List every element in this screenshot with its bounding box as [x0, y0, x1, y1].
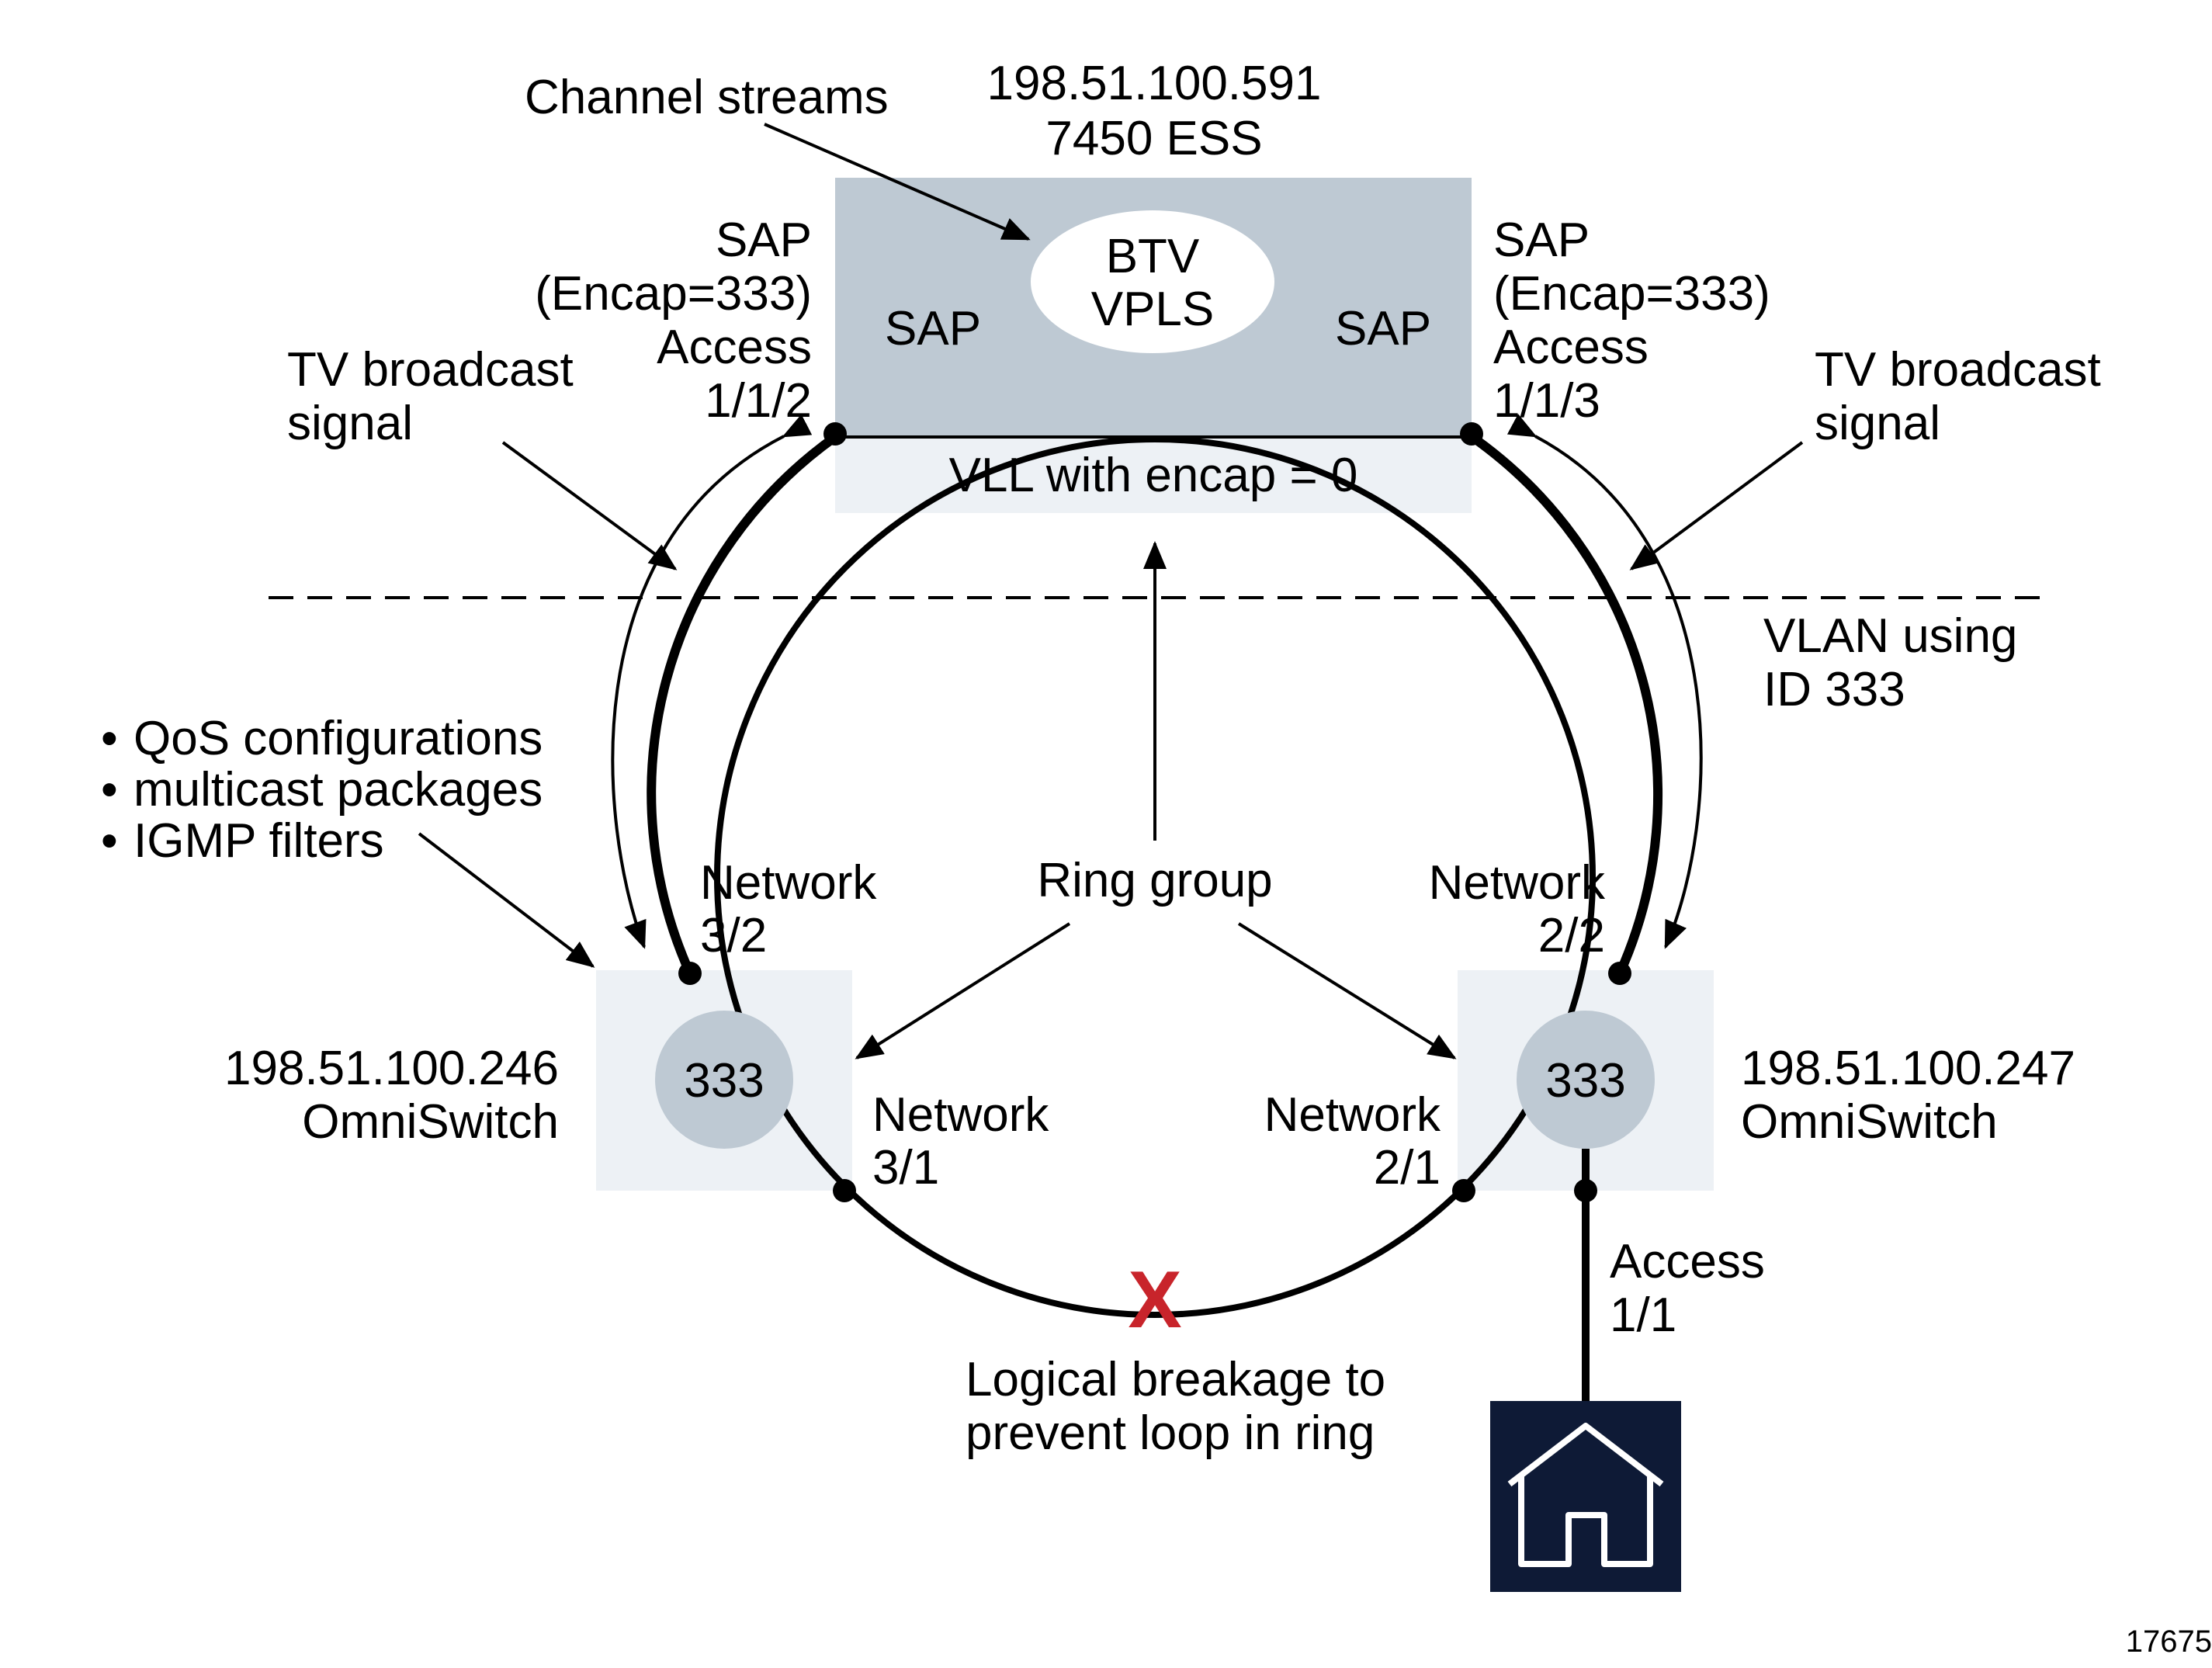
ess-model-label: 7450 ESS: [1045, 112, 1262, 165]
ring-group-right-arrow: [1237, 922, 1457, 1059]
channel-streams-arrow: [764, 123, 1031, 241]
sap-inner-left-label: SAP: [885, 302, 981, 355]
vpls-label: VPLS: [1091, 283, 1215, 336]
switch-left-label: 198.51.100.246 OmniSwitch: [224, 1042, 559, 1149]
vll-label: VLL with encap = 0: [949, 449, 1358, 502]
network-3-1-label: Network 3/1: [872, 1088, 1049, 1195]
channel-streams-label: Channel streams: [525, 71, 889, 124]
svg-text:•: •: [101, 814, 118, 868]
svg-text:2/2: 2/2: [1538, 909, 1605, 962]
svg-text:TV broadcast: TV broadcast: [1815, 343, 2101, 397]
svg-text:•: •: [101, 712, 118, 765]
ring-group-label: Ring group: [1037, 854, 1272, 907]
svg-text:VLAN using: VLAN using: [1763, 609, 2017, 663]
svg-text:OmniSwitch: OmniSwitch: [302, 1095, 559, 1149]
network-3-2-label: Network 3/2: [700, 856, 877, 962]
svg-text:prevent loop in ring: prevent loop in ring: [966, 1406, 1375, 1460]
svg-text:3/1: 3/1: [872, 1141, 939, 1195]
svg-text:Network: Network: [1264, 1088, 1441, 1142]
tv-right-arrow: [1629, 441, 1804, 570]
feature-list: • QoS configurations • multicast package…: [101, 712, 543, 868]
svg-text:SAP: SAP: [1493, 213, 1590, 267]
port-dot-1-1-2: [823, 422, 847, 446]
figure-id: 17675: [2126, 1625, 2212, 1659]
vll-box: [835, 437, 1472, 513]
tv-signal-right-arc: [1506, 414, 1703, 949]
tv-broadcast-left-label: TV broadcast signal: [287, 343, 574, 450]
port-dot-access-1-1: [1574, 1179, 1597, 1202]
svg-text:Network: Network: [1429, 856, 1606, 910]
network-2-2-label: Network 2/2: [1429, 856, 1606, 962]
tv-left-arrow: [501, 441, 678, 570]
house-icon: [1490, 1401, 1681, 1592]
features-arrow: [418, 832, 595, 968]
tv-signal-left-arc: [611, 414, 813, 949]
switch-left-circle: [655, 1011, 793, 1149]
breakage-label: Logical breakage to prevent loop in ring: [966, 1353, 1385, 1460]
port-dot-2-2: [1608, 962, 1631, 985]
svg-text:•: •: [101, 763, 118, 817]
btv-label: BTV: [1106, 230, 1200, 283]
switch-left-vlan-id: 333: [684, 1054, 764, 1108]
port-dot-1-1-3: [1460, 422, 1483, 446]
switch-right-circle: [1517, 1011, 1655, 1149]
svg-text:signal: signal: [287, 397, 413, 450]
breakage-x-icon: X: [1128, 1255, 1181, 1345]
ess-ip-label: 198.51.100.591: [987, 57, 1322, 110]
svg-text:(Encap=333): (Encap=333): [1493, 267, 1770, 321]
sap-right-label: SAP (Encap=333) Access 1/1/3: [1493, 213, 1770, 428]
port-dot-2-1: [1452, 1179, 1475, 1202]
btv-vpls-ellipse: [1031, 210, 1274, 353]
svg-text:1/1: 1/1: [1610, 1288, 1676, 1342]
svg-text:SAP: SAP: [716, 213, 812, 267]
svg-text:X: X: [1128, 1255, 1181, 1345]
svg-text:Access: Access: [1493, 321, 1649, 374]
sap-left-label: SAP (Encap=333) Access 1/1/2: [535, 213, 812, 428]
svg-text:Network: Network: [872, 1088, 1049, 1142]
port-dot-3-2: [678, 962, 702, 985]
svg-text:Logical breakage to: Logical breakage to: [966, 1353, 1385, 1406]
svg-text:Network: Network: [700, 856, 877, 910]
svg-text:3/2: 3/2: [700, 909, 767, 962]
ring-group-left-arrow: [855, 922, 1071, 1059]
svg-text:signal: signal: [1815, 397, 1940, 450]
svg-text:IGMP filters: IGMP filters: [133, 814, 384, 868]
svg-text:multicast packages: multicast packages: [133, 763, 543, 817]
svg-text:Access: Access: [657, 321, 812, 374]
network-2-1-label: Network 2/1: [1264, 1088, 1441, 1195]
svg-text:198.51.100.247: 198.51.100.247: [1741, 1042, 2075, 1095]
switch-right-label: 198.51.100.247 OmniSwitch: [1741, 1042, 2075, 1149]
switch-right-vlan-id: 333: [1545, 1054, 1625, 1108]
svg-text:ID 333: ID 333: [1763, 663, 1905, 716]
svg-text:QoS configurations: QoS configurations: [133, 712, 543, 765]
access-1-1-label: Access 1/1: [1610, 1235, 1765, 1342]
svg-text:1/1/2: 1/1/2: [705, 374, 812, 428]
svg-text:Access: Access: [1610, 1235, 1765, 1288]
port-dot-3-1: [833, 1179, 856, 1202]
svg-text:1/1/3: 1/1/3: [1493, 374, 1600, 428]
svg-text:OmniSwitch: OmniSwitch: [1741, 1095, 1998, 1149]
svg-text:198.51.100.246: 198.51.100.246: [224, 1042, 559, 1095]
tv-broadcast-right-label: TV broadcast signal: [1815, 343, 2101, 450]
svg-text:(Encap=333): (Encap=333): [535, 267, 812, 321]
svg-text:TV broadcast: TV broadcast: [287, 343, 574, 397]
vlan-label: VLAN using ID 333: [1763, 609, 2017, 716]
svg-text:2/1: 2/1: [1374, 1141, 1441, 1195]
sap-inner-right-label: SAP: [1335, 302, 1431, 355]
